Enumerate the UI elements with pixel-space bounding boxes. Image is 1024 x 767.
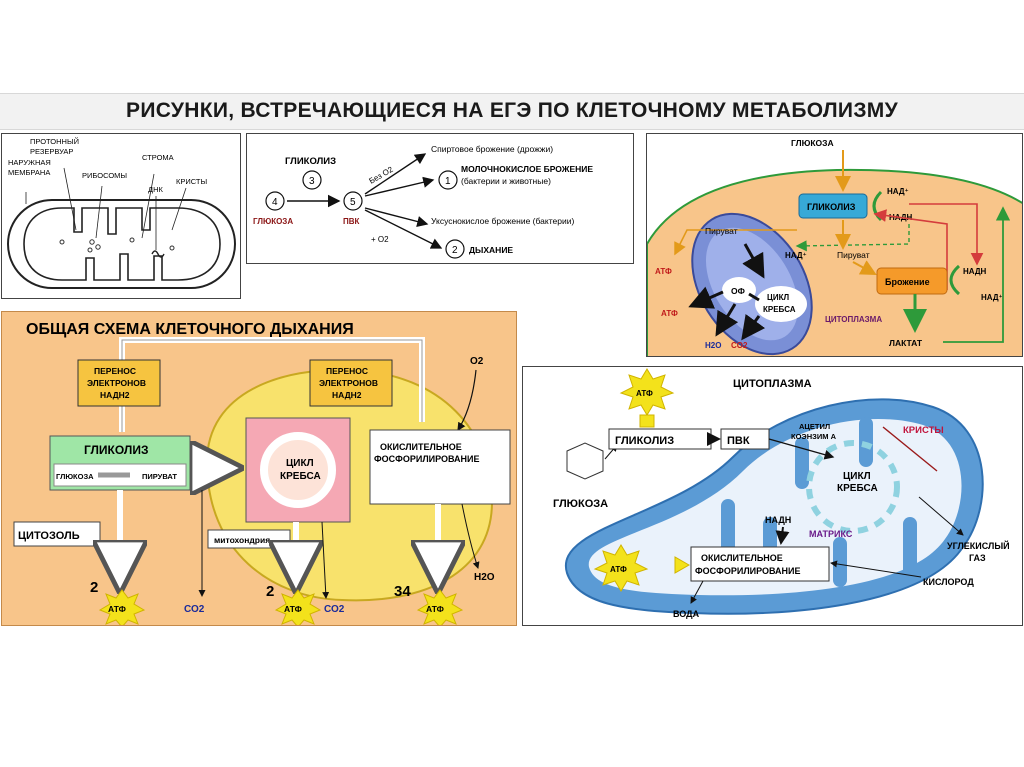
cyto-nad-plus-2: НАД⁺ [785,251,807,260]
cyto-of: ОФ [731,286,745,296]
label-protonny: ПРОТОННЫЙ [30,137,79,146]
label-rezervuar: РЕЗЕРВУАР [30,147,73,156]
fermentation-panel: ГЛИКОЛИЗ 3 4 ГЛЮКОЗА 5 ПВК Без О2 + О2 С… [246,133,634,264]
mx-atf-1: АТФ [636,389,653,398]
cyto-co2: CO2 [731,341,748,350]
cyto-glikoliz: ГЛИКОЛИЗ [807,202,856,212]
cyto-glukoza: ГЛЮКОЗА [791,138,834,148]
ferm-spirt: Спиртовое брожение (дрожжи) [431,144,553,154]
resp-n2a: 2 [90,579,98,596]
matrix-figure: АТФ ЦИТОПЛАЗМА ГЛЮКОЗА ГЛИКОЛИЗ ПВК АЦЕТ… [553,368,1010,619]
ferm-moloch: МОЛОЧНОКИСЛОЕ БРОЖЕНИЕ [461,164,593,174]
resp-h2o: Н2О [474,572,495,583]
ferm-dyhanie: ДЫХАНИЕ [469,245,513,255]
resp-perenos1-b: ЭЛЕКТРОНОВ [87,378,146,388]
respiration-panel: ОБЩАЯ СХЕМА КЛЕТОЧНОГО ДЫХАНИЯ ПЕРЕНОС Э… [1,311,517,626]
label-ribosomy: РИБОСОМЫ [82,171,127,180]
ferm-plus-o2: + О2 [371,235,389,244]
slide-title: РИСУНКИ, ВСТРЕЧАЮЩИЕСЯ НА ЕГЭ ПО КЛЕТОЧН… [126,99,898,122]
cyto-nadn-2: НАДН [963,267,987,276]
resp-atf-1: АТФ [108,604,126,614]
label-membrana: МЕМБРАНА [8,168,50,177]
mx-acetil: АЦЕТИЛ [799,422,830,431]
mx-nadn: НАДН [765,515,791,525]
ferm-glukoza: ГЛЮКОЗА [253,217,293,226]
mx-matriks: МАТРИКС [809,529,853,539]
mx-koenzim: КОЭНЗИМ А [791,432,837,441]
resp-atf-2: АТФ [284,604,302,614]
resp-co2-1: СО2 [184,604,205,615]
mito-structure-figure: ПРОТОННЫЙ РЕЗЕРВУАР НАРУЖНАЯ МЕМБРАНА РИ… [7,137,236,289]
resp-perenos2-b: ЭЛЕКТРОНОВ [319,378,378,388]
mx-voda: ВОДА [673,609,700,619]
cyto-cikl: ЦИКЛ [767,293,789,302]
cyto-krebsa: КРЕБСА [763,305,796,314]
cyto-piruvat-2: Пируват [705,226,738,236]
resp-atf-3: АТФ [426,604,444,614]
ferm-glikoliz: ГЛИКОЛИЗ [285,156,336,167]
resp-co2-2: СО2 [324,604,345,615]
resp-n34: 34 [394,583,411,600]
cyto-piruvat-1: Пируват [837,250,870,260]
resp-okis1: ОКИСЛИТЕЛЬНОЕ [380,442,462,452]
label-kristy: КРИСТЫ [176,177,208,186]
mx-okis2: ФОСФОРИЛИРОВАНИЕ [695,566,801,576]
ferm-n3: 3 [309,176,315,187]
mx-uglekisly: УГЛЕКИСЛЫЙ [947,540,1010,551]
cyto-nad-plus-3: НАД⁺ [981,293,1003,302]
mx-glikoliz: ГЛИКОЛИЗ [615,435,674,447]
cyto-nad-plus-1: НАД⁺ [887,187,909,196]
mx-kislorod: КИСЛОРОД [923,577,974,587]
resp-o2: О2 [470,356,484,367]
mx-pvk: ПВК [727,435,750,447]
ferm-n1: 1 [445,176,451,187]
resp-citozol: ЦИТОЗОЛЬ [18,530,80,542]
cyto-atf-1: АТФ [655,267,672,276]
resp-perenos2-a: ПЕРЕНОС [326,366,368,376]
cyto-atf-2: АТФ [661,309,678,318]
mx-glukoza: ГЛЮКОЗА [553,498,608,510]
respiration-figure: ОБЩАЯ СХЕМА КЛЕТОЧНОГО ДЫХАНИЯ ПЕРЕНОС Э… [13,321,511,625]
mito-structure-panel: ПРОТОННЫЙ РЕЗЕРВУАР НАРУЖНАЯ МЕМБРАНА РИ… [1,133,241,299]
ferm-n4: 4 [272,197,278,208]
resp-heading: ОБЩАЯ СХЕМА КЛЕТОЧНОГО ДЫХАНИЯ [26,321,354,338]
ferm-moloch-sub: (бактерии и животные) [461,176,551,186]
label-naruzh: НАРУЖНАЯ [8,158,51,167]
ferm-pvk: ПВК [343,217,360,226]
mx-kristy: КРИСТЫ [903,425,944,436]
resp-piruvat: ПИРУВАТ [142,472,177,481]
resp-okis2: ФОСФОРИЛИРОВАНИЕ [374,454,480,464]
label-dnk: ДНК [148,185,163,194]
mx-atf-2: АТФ [610,565,627,574]
fermentation-figure: ГЛИКОЛИЗ 3 4 ГЛЮКОЗА 5 ПВК Без О2 + О2 С… [253,144,593,259]
mx-cikl: ЦИКЛ [843,471,871,482]
cyto-citoplazma: ЦИТОПЛАЗМА [825,315,882,324]
resp-glikoliz: ГЛИКОЛИЗ [84,443,148,457]
resp-glukoza: ГЛЮКОЗА [56,472,94,481]
resp-cikl: ЦИКЛ [286,458,314,469]
ferm-n5: 5 [350,197,356,208]
cytoplasm-figure: ГЛЮКОЗА ГЛИКОЛИЗ НАД⁺ НАДН Пируват НАД⁺ … [647,138,1022,356]
mx-gaz: ГАЗ [969,553,986,563]
resp-perenos2-c: НАДН2 [332,390,362,400]
resp-n2b: 2 [266,583,274,600]
resp-perenos1-a: ПЕРЕНОС [94,366,136,376]
cytoplasm-panel: ГЛЮКОЗА ГЛИКОЛИЗ НАД⁺ НАДН Пируват НАД⁺ … [646,133,1023,357]
ferm-uksus: Уксуснокислое брожение (бактерии) [431,216,574,226]
title-band [0,93,1024,130]
matrix-panel: АТФ ЦИТОПЛАЗМА ГЛЮКОЗА ГЛИКОЛИЗ ПВК АЦЕТ… [522,366,1023,626]
cyto-laktat: ЛАКТАТ [889,338,923,348]
mx-krebsa: КРЕБСА [837,483,878,494]
mx-citoplazma: ЦИТОПЛАЗМА [733,378,812,390]
cyto-brozhenie: Брожение [885,277,930,287]
label-stroma: СТРОМА [142,153,174,162]
cyto-h2o: H2O [705,341,721,350]
ferm-n2: 2 [452,245,458,256]
resp-krebsa: КРЕБСА [280,471,321,482]
resp-mitohondria: митохондрия [214,535,270,545]
mx-okis1: ОКИСЛИТЕЛЬНОЕ [701,553,783,563]
resp-perenos1-c: НАДН2 [100,390,130,400]
